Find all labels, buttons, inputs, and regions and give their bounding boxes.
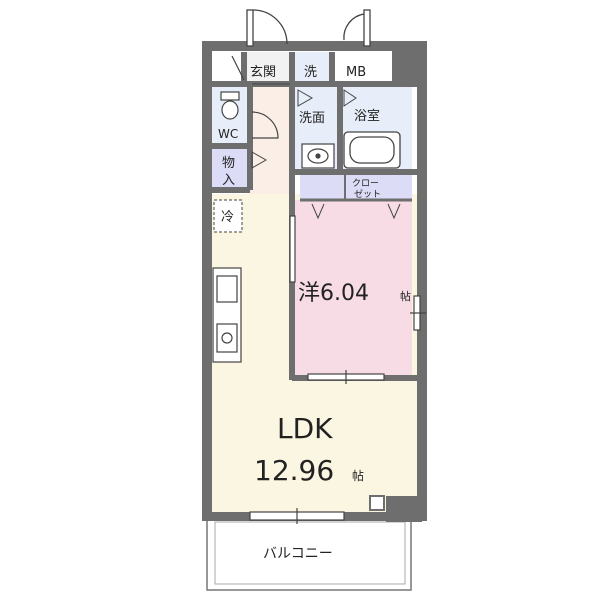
- label-yokushitsu: 浴室: [354, 108, 380, 124]
- label-ldk-unit: 帖: [352, 468, 364, 483]
- storage-floor: [212, 146, 250, 190]
- sentaku-floor: [294, 52, 330, 84]
- label-mb: MB: [346, 65, 366, 80]
- genkan-floor: [244, 52, 290, 84]
- interior-walls: [207, 52, 417, 381]
- closet-floor: [300, 175, 412, 200]
- balcony-area: [206, 517, 412, 591]
- label-ldk-area: 12.96: [254, 454, 334, 487]
- washbasin-icon: [301, 143, 335, 169]
- balcony-window: [249, 508, 345, 524]
- western-window-right: [410, 295, 426, 331]
- bath-door-triangle: [343, 89, 357, 107]
- label-western-unit: 帖: [400, 290, 411, 303]
- upper-right-wall: [392, 46, 422, 82]
- senmen-door-triangle: [297, 89, 314, 107]
- kitchen-counter: [212, 267, 242, 363]
- genkan-divider: [231, 55, 245, 81]
- corridor-floor: [250, 84, 290, 194]
- toilet-icon: [220, 91, 240, 120]
- label-ldk: LDK: [277, 412, 333, 445]
- lower-right-wall: [386, 496, 422, 522]
- western-door-left: [289, 215, 296, 283]
- bathtub-icon: [343, 131, 401, 169]
- storage-door-triangle: [251, 151, 268, 169]
- label-closet-line2: ゼット: [354, 188, 381, 200]
- label-genkan: 玄関: [250, 65, 276, 80]
- mb-door: [343, 9, 371, 47]
- refrigerator-space: [213, 199, 243, 233]
- label-wc: WC: [218, 127, 238, 141]
- balcony-rail-inner: [214, 521, 406, 585]
- western-bottom-window: [307, 370, 385, 384]
- closet-door-triangles: [311, 203, 401, 220]
- label-sentaku: 洗: [304, 65, 317, 80]
- entrance-door: [246, 9, 288, 47]
- label-balcony: バルコニー: [263, 546, 333, 562]
- wall-notch: [369, 495, 385, 511]
- label-rei: 冷: [221, 210, 234, 225]
- label-western: 洋6.04: [298, 281, 369, 306]
- label-mono2: 入: [222, 173, 235, 188]
- wc-door-swing: [251, 111, 279, 139]
- label-senmen: 洗面: [299, 111, 325, 126]
- western-room-floor: [294, 200, 412, 376]
- label-mono: 物: [222, 156, 235, 171]
- label-closet-line1: クロー: [352, 178, 379, 189]
